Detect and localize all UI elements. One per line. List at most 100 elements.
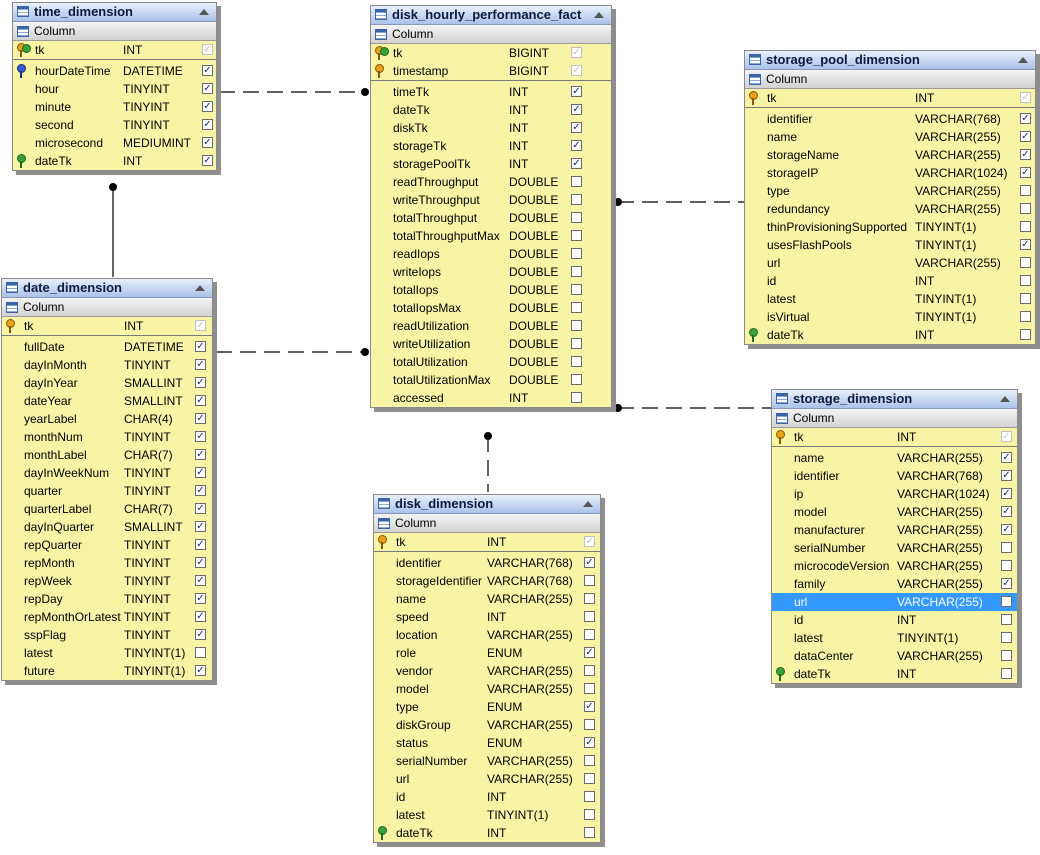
column-checkbox[interactable] (1001, 614, 1012, 625)
column-checkbox[interactable] (1001, 578, 1012, 589)
column-checkbox[interactable] (584, 611, 595, 622)
column-checkbox[interactable] (1001, 488, 1012, 499)
column-checkbox[interactable] (571, 158, 582, 169)
column-checkbox[interactable] (202, 119, 213, 130)
table-storage_dimension[interactable]: storage_dimensionColumntkINTnameVARCHAR(… (771, 389, 1018, 684)
collapse-up-icon[interactable] (1000, 396, 1010, 402)
column-checkbox[interactable] (1020, 329, 1031, 340)
column-checkbox[interactable] (202, 65, 213, 76)
column-checkbox[interactable] (1001, 542, 1012, 553)
table-time_dimension[interactable]: time_dimensionColumntkINThourDateTimeDAT… (12, 2, 217, 171)
column-checkbox[interactable] (584, 773, 595, 784)
collapse-up-icon[interactable] (1018, 57, 1028, 63)
column-checkbox[interactable] (571, 104, 582, 115)
column-checkbox[interactable] (584, 557, 595, 568)
column-checkbox[interactable] (1020, 92, 1031, 103)
column-checkbox[interactable] (1020, 257, 1031, 268)
column-checkbox[interactable] (195, 467, 206, 478)
column-checkbox[interactable] (195, 629, 206, 640)
column-checkbox[interactable] (584, 593, 595, 604)
column-checkbox[interactable] (1001, 650, 1012, 661)
column-checkbox[interactable] (1020, 185, 1031, 196)
collapse-up-icon[interactable] (199, 9, 209, 15)
column-checkbox[interactable] (584, 536, 595, 547)
column-checkbox[interactable] (1020, 203, 1031, 214)
column-checkbox[interactable] (571, 284, 582, 295)
table-title[interactable]: disk_hourly_performance_fact (371, 6, 611, 25)
column-checkbox[interactable] (571, 302, 582, 313)
table-title[interactable]: storage_dimension (772, 390, 1017, 409)
column-checkbox[interactable] (195, 557, 206, 568)
column-checkbox[interactable] (571, 176, 582, 187)
column-checkbox[interactable] (571, 230, 582, 241)
column-checkbox[interactable] (1001, 452, 1012, 463)
column-checkbox[interactable] (1001, 506, 1012, 517)
column-checkbox[interactable] (202, 155, 213, 166)
column-checkbox[interactable] (1001, 560, 1012, 571)
column-checkbox[interactable] (195, 611, 206, 622)
column-checkbox[interactable] (195, 521, 206, 532)
column-checkbox[interactable] (571, 320, 582, 331)
column-checkbox[interactable] (584, 647, 595, 658)
column-checkbox[interactable] (195, 593, 206, 604)
table-disk_dimension[interactable]: disk_dimensionColumntkINTidentifierVARCH… (373, 494, 601, 843)
column-checkbox[interactable] (571, 122, 582, 133)
column-checkbox[interactable] (1020, 239, 1031, 250)
